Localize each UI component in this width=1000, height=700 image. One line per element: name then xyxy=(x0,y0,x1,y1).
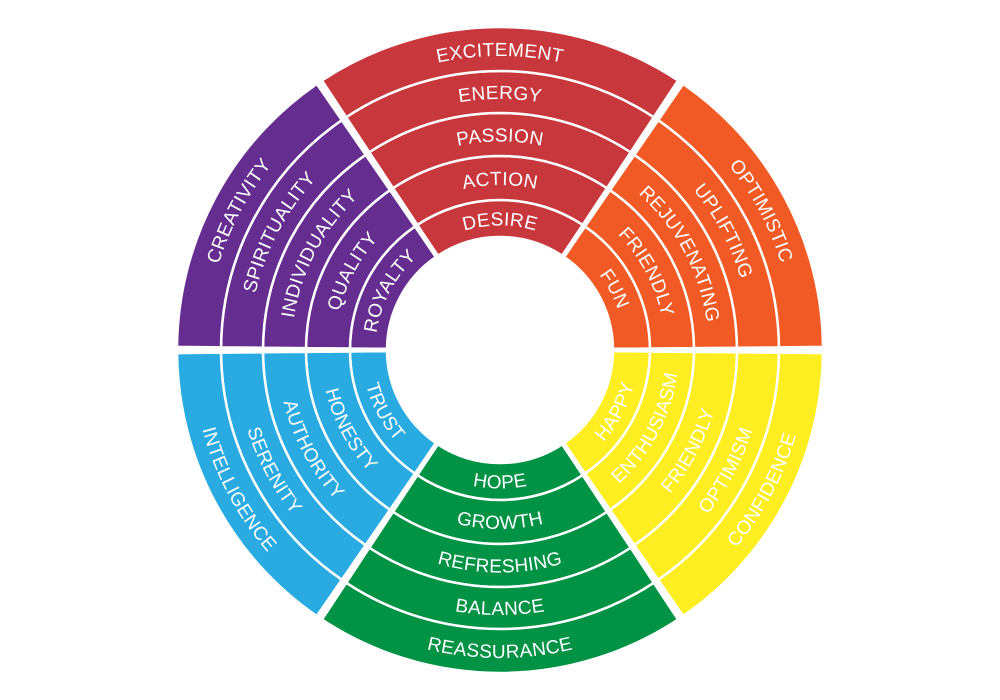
blue-ring-5-segment xyxy=(175,351,344,618)
green-label-1: HOPE xyxy=(472,470,528,494)
green-ring-5-segment xyxy=(320,581,680,675)
sector-dividers xyxy=(173,77,827,623)
divider-line xyxy=(558,77,685,262)
red-ring-5-segment xyxy=(320,25,680,119)
orange-ring-5-segment xyxy=(656,82,825,349)
red-label-3: PASSION xyxy=(455,125,545,150)
yellow-ring-5-segment xyxy=(656,351,825,618)
purple-ring-5-segment xyxy=(175,82,344,349)
center-hole xyxy=(389,239,611,461)
red-label-2: ACTION xyxy=(460,169,539,194)
divider-line xyxy=(558,438,685,623)
red-label-4: ENERGY xyxy=(457,83,543,107)
green-label-4: BALANCE xyxy=(454,595,546,620)
divider-line xyxy=(315,77,442,262)
divider-line xyxy=(315,438,442,623)
wheel-segments xyxy=(173,25,827,675)
